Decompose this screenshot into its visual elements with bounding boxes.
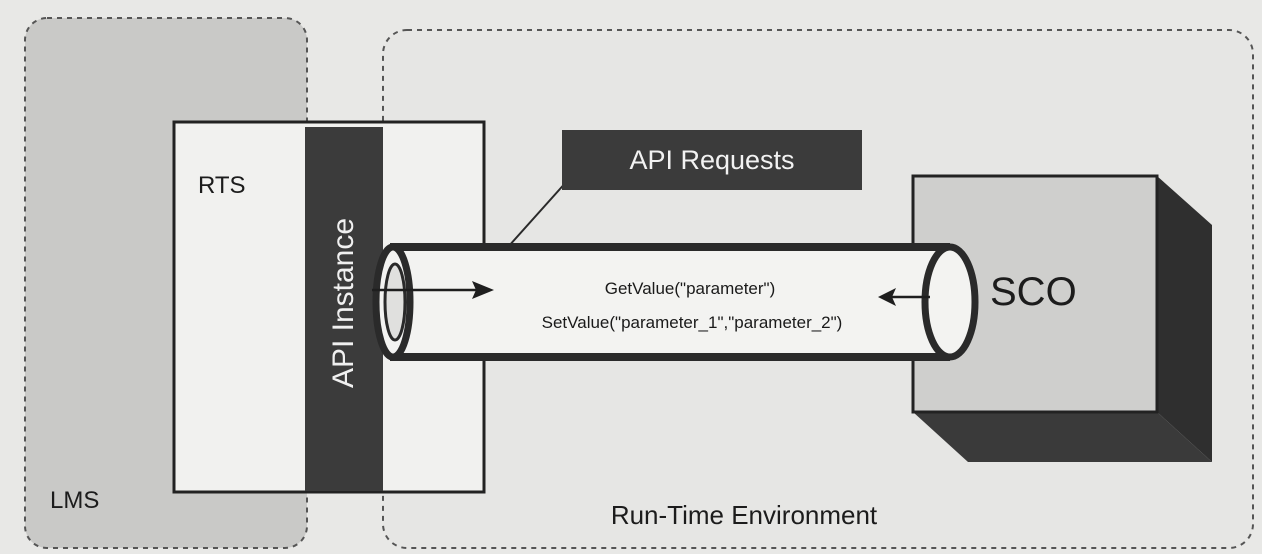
sco-cube-side [1157,176,1212,462]
api-requests-callout: API Requests [562,130,862,190]
api-instance-label: API Instance [327,217,360,389]
arrow-to-api [878,288,930,306]
api-requests-connector [507,179,569,248]
lms-label: LMS [50,487,100,514]
sco-cube-bottom [913,412,1212,462]
set-value-call: SetValue("parameter_1","parameter_2") [541,313,843,332]
api-instance-bar [305,127,383,491]
arrow-to-sco [372,281,494,299]
rts-label: RTS [198,172,246,199]
sco-label: SCO [990,270,1077,314]
run-time-environment-label: Run-Time Environment [610,500,878,530]
pipe-body [390,247,950,357]
pipe-right-end [921,243,979,361]
get-value-call: GetValue("parameter") [604,279,776,298]
pipe-left-opening [383,262,407,342]
